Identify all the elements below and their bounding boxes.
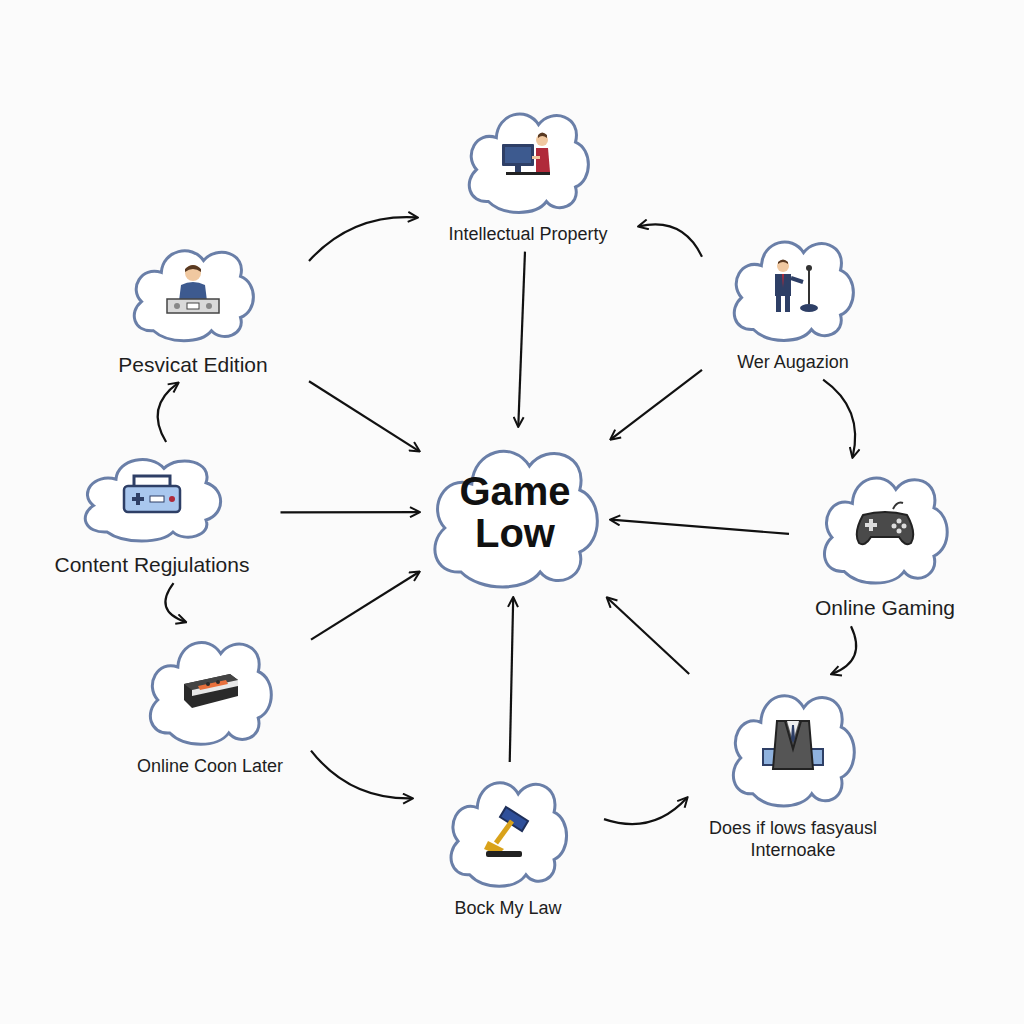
- arrow-connector: [832, 626, 856, 674]
- topic-cloud: Intellectual Property: [423, 100, 633, 246]
- arrow-connector: [604, 798, 687, 824]
- arrow-connector: [611, 520, 789, 534]
- arrow-connector: [309, 381, 419, 451]
- arrow-connector: [311, 572, 419, 640]
- cloud-shape: [143, 628, 277, 748]
- arrow-connector: [309, 217, 417, 261]
- topic-icon: [853, 493, 917, 557]
- cloud-shape: [462, 100, 594, 216]
- cloud-shape: [127, 238, 259, 344]
- topic-icon: [178, 656, 242, 720]
- arrow-connector: [518, 252, 525, 426]
- topic-icon: [120, 464, 184, 528]
- topic-icon: [476, 797, 540, 861]
- topic-cloud: Online Gaming: [795, 463, 975, 620]
- topic-cloud: Online Coon Later: [115, 628, 305, 778]
- topic-label: Bock My Law: [454, 898, 561, 920]
- arrow-connector: [158, 383, 178, 442]
- topic-label: Pesvicat Edition: [118, 352, 267, 377]
- topic-label: Wer Augazion: [737, 352, 849, 374]
- arrow-connector: [510, 598, 513, 762]
- topic-icon: [761, 713, 825, 777]
- cloud-shape: [817, 463, 953, 587]
- topic-cloud: Pesvicat Edition: [83, 238, 303, 377]
- cloud-shape: Game Low: [425, 432, 605, 592]
- topic-cloud: Does if lows fasyausl Internoake: [693, 680, 893, 861]
- cloud-shape: [77, 448, 227, 544]
- arrow-connector: [165, 583, 185, 622]
- central-cloud: Game Low: [425, 432, 605, 592]
- arrow-connector: [639, 224, 702, 256]
- cloud-shape: [444, 768, 572, 890]
- topic-cloud: Wer Augazion: [708, 228, 878, 374]
- topic-label: Online Coon Later: [137, 756, 283, 778]
- arrow-connector: [311, 751, 412, 799]
- center-title: Game Low: [450, 470, 580, 554]
- topic-label: Online Gaming: [815, 595, 955, 620]
- topic-icon: [161, 259, 225, 323]
- arrow-connector: [607, 598, 689, 674]
- topic-cloud: Content Regjulations: [30, 448, 275, 577]
- topic-label: Intellectual Property: [448, 224, 607, 246]
- cloud-shape: [726, 680, 860, 810]
- topic-icon: [761, 254, 825, 318]
- cloud-shape: [727, 228, 859, 344]
- arrow-connector: [281, 511, 420, 513]
- topic-icon: [496, 126, 560, 190]
- arrow-connector: [611, 370, 702, 439]
- arrow-connector: [823, 380, 855, 457]
- topic-cloud: Bock My Law: [418, 768, 598, 920]
- topic-label: Content Regjulations: [55, 552, 250, 577]
- topic-label: Does if lows fasyausl Internoake: [693, 818, 893, 861]
